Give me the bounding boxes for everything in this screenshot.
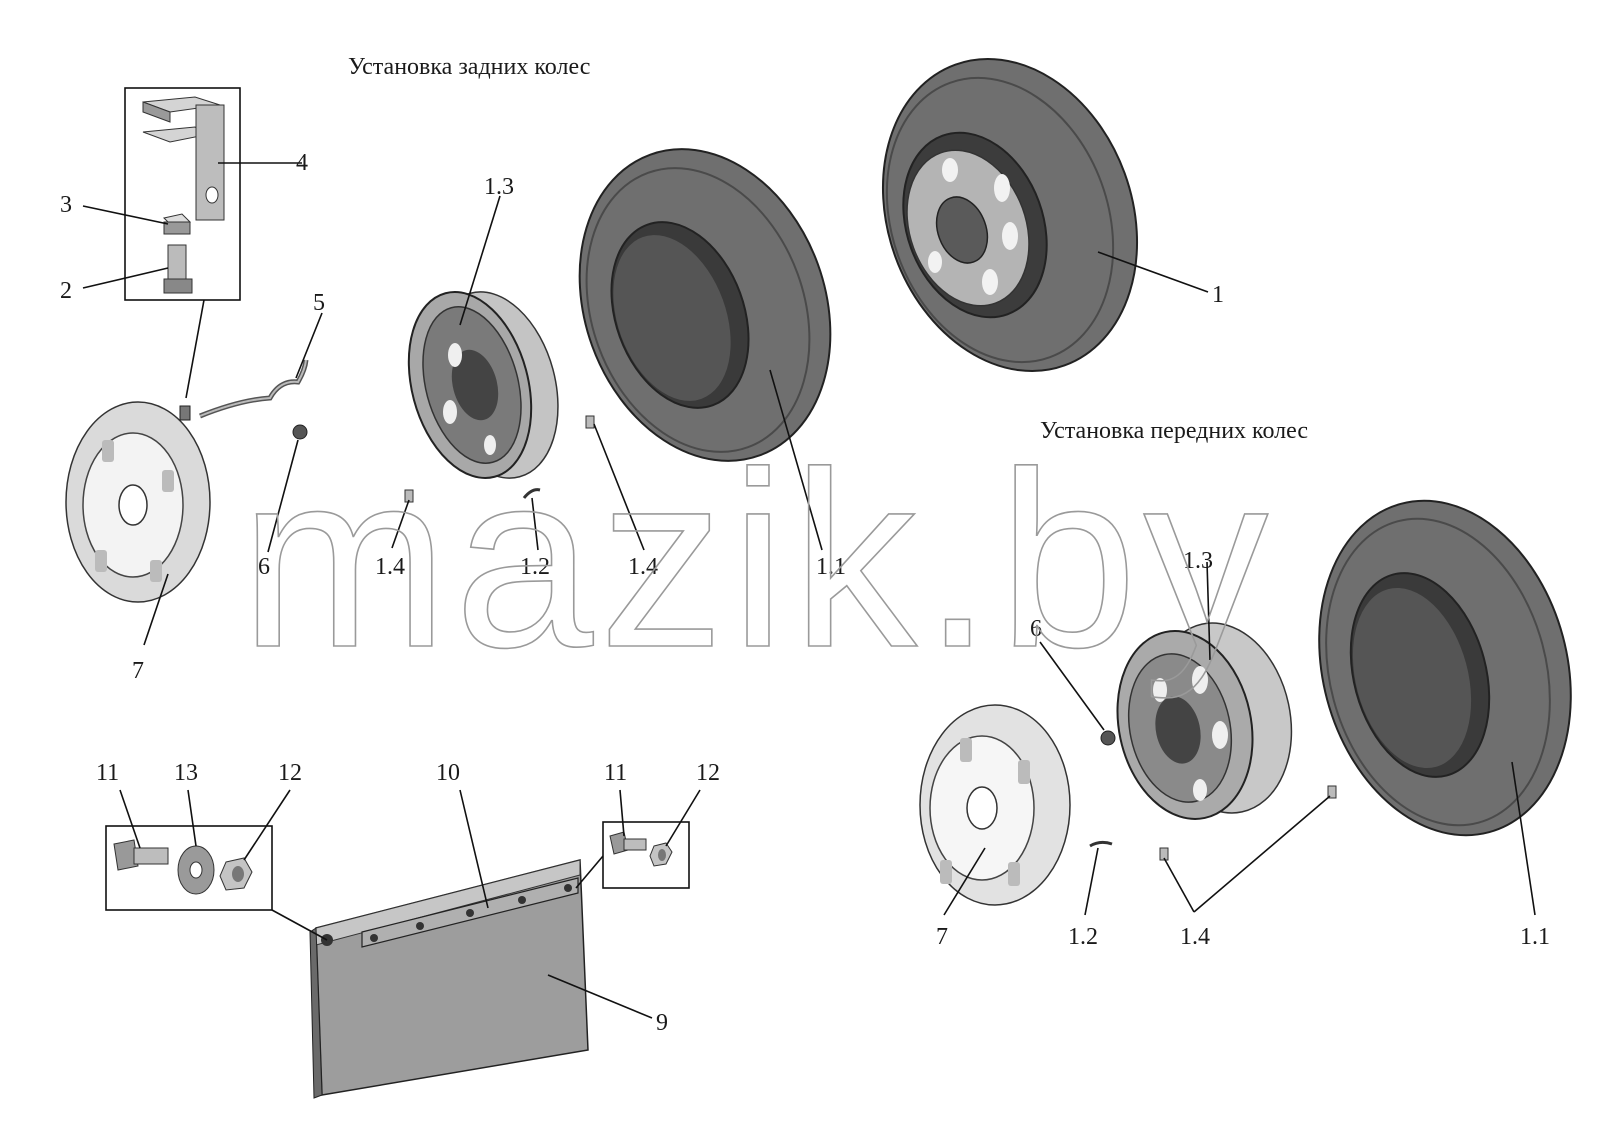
mud-flap-9 <box>309 859 589 1099</box>
mud-flap-strip-10 <box>321 877 579 948</box>
label-9: 9 <box>656 1010 668 1036</box>
label-7-front: 7 <box>936 924 948 950</box>
fastener-detail-frame-right <box>602 821 690 889</box>
label-6-rear: 6 <box>258 554 270 580</box>
label-13: 13 <box>174 760 198 786</box>
fastener-detail-frame-left <box>105 825 273 911</box>
label-1-3-front: 1.3 <box>1183 548 1213 574</box>
rear-nut-6 <box>292 424 308 440</box>
nut-3 <box>163 213 191 235</box>
bolt-2 <box>163 244 193 294</box>
label-11-right: 11 <box>604 760 627 786</box>
rear-valve-1-2 <box>522 488 541 499</box>
rear-clip-1-4b <box>585 415 595 429</box>
front-clip-1-4b <box>1327 785 1337 799</box>
label-1-4-front: 1.4 <box>1180 924 1210 950</box>
label-1-1-front: 1.1 <box>1520 924 1550 950</box>
rear-disc-cover <box>65 401 211 603</box>
label-1: 1 <box>1212 282 1224 308</box>
label-2: 2 <box>60 278 72 304</box>
label-3: 3 <box>60 192 72 218</box>
front-nut-6 <box>1100 730 1116 746</box>
label-4: 4 <box>296 150 308 176</box>
label-1-4-rear-b: 1.4 <box>628 554 658 580</box>
label-1-1-rear: 1.1 <box>816 554 846 580</box>
label-11-left: 11 <box>96 760 119 786</box>
label-5: 5 <box>313 290 325 316</box>
label-6-front: 6 <box>1030 616 1042 642</box>
label-1-2-rear: 1.2 <box>520 554 550 580</box>
rear-wheel-assembled <box>881 57 1139 373</box>
label-1-4-rear-a: 1.4 <box>375 554 405 580</box>
front-valve-1-2 <box>1089 840 1113 848</box>
front-tire <box>1318 499 1572 837</box>
bolt-11-left <box>113 839 169 871</box>
watermark-mazik-by: mazik.by <box>240 420 1274 699</box>
label-12-right: 12 <box>696 760 720 786</box>
front-rim <box>1116 622 1293 820</box>
bracket-4 <box>142 96 225 221</box>
label-1-3-rear: 1.3 <box>484 174 514 200</box>
title-rear-wheels: Установка задних колес <box>348 54 590 80</box>
nut-12-right <box>649 842 673 867</box>
label-10: 10 <box>436 760 460 786</box>
rear-rim <box>407 291 559 479</box>
bracket-detail-frame <box>124 87 241 301</box>
title-front-wheels: Установка передних колес <box>1040 418 1308 444</box>
bolt-11-right <box>609 831 647 855</box>
label-7-rear: 7 <box>132 658 144 684</box>
label-1-2-front: 1.2 <box>1068 924 1098 950</box>
label-12-left: 12 <box>278 760 302 786</box>
rear-tire <box>578 148 832 462</box>
front-clip-1-4a <box>1159 847 1169 861</box>
leader-lines <box>82 162 1536 1019</box>
washer-13 <box>177 845 215 895</box>
hose-5 <box>179 359 309 421</box>
nut-12-left <box>219 857 253 891</box>
front-disc-cover <box>919 704 1071 906</box>
